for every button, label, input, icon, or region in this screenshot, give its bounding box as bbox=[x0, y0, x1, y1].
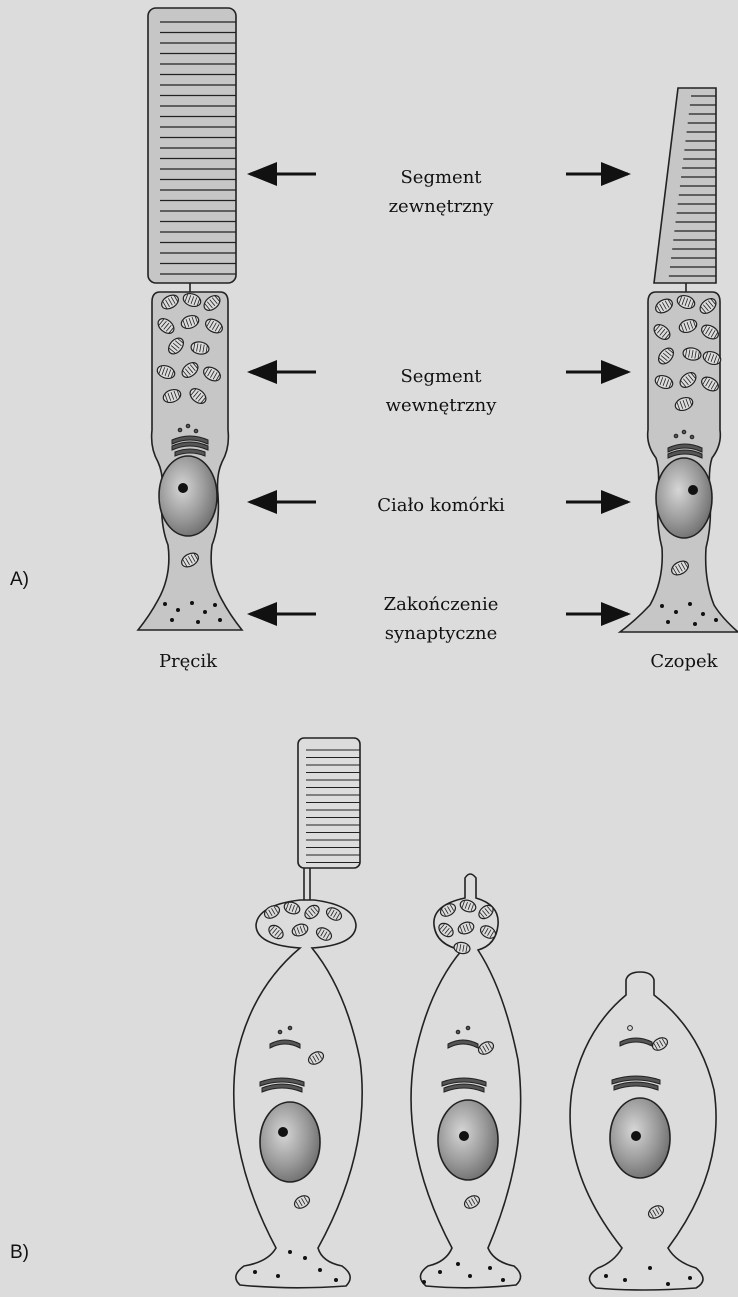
panel-a-label: A) bbox=[10, 569, 29, 590]
label-synaptic-2: synaptyczne bbox=[385, 623, 497, 644]
developing-cell-1 bbox=[234, 738, 362, 1288]
cone-cell bbox=[620, 88, 738, 632]
segment-labels: Segment zewnętrzny Segment wewnętrzny Ci… bbox=[159, 167, 719, 672]
label-cell-body: Ciało komórki bbox=[377, 495, 505, 516]
rod-nucleus bbox=[159, 456, 217, 536]
label-inner-segment-2: wewnętrzny bbox=[386, 395, 498, 416]
rod-outer-segment bbox=[148, 8, 236, 283]
rod-cell bbox=[138, 8, 242, 630]
label-inner-segment-1: Segment bbox=[400, 366, 482, 387]
developing-cell-3 bbox=[570, 972, 716, 1290]
label-synaptic-1: Zakończenie bbox=[384, 594, 499, 615]
panel-b-label: B) bbox=[10, 1242, 29, 1263]
label-outer-segment-1: Segment bbox=[400, 167, 482, 188]
label-arrows bbox=[250, 174, 628, 614]
label-rod: Pręcik bbox=[159, 651, 218, 672]
developing-cell-2 bbox=[411, 874, 521, 1288]
cone-nucleus bbox=[656, 458, 712, 538]
label-cone: Czopek bbox=[650, 651, 718, 672]
label-outer-segment-2: zewnętrzny bbox=[389, 196, 495, 217]
